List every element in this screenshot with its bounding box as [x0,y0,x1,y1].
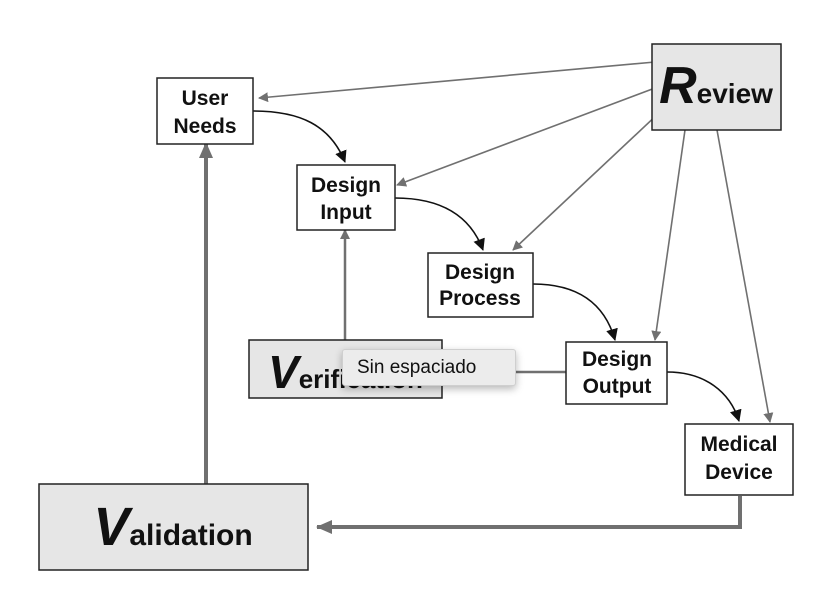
review-box: Review [651,43,782,131]
medical-device-box: Medical Device [684,423,794,496]
feedback-arrows [199,142,742,534]
medical-device-line2: Device [705,461,773,484]
review-label: Review [659,57,773,115]
design-process-line1: Design [445,261,515,284]
arrow-review-to-design-process [512,111,661,251]
review-arrows [258,61,774,423]
validation-box: Validation [38,483,309,571]
design-input-box: Design Input [296,164,396,231]
design-output-line2: Output [583,375,652,398]
arrow-review-to-design-input [396,87,656,187]
arrow-review-to-user-needs [258,61,656,103]
design-output-box: Design Output [565,341,668,405]
arrow-design-output-to-medical-device [666,371,742,422]
flow-arrows [252,110,742,422]
design-process-box: Design Process [427,252,534,318]
arrow-design-process-to-design-output [532,283,618,341]
user-needs-line1: User [182,87,229,110]
style-tooltip: Sin espaciado [342,349,516,386]
medical-device-line1: Medical [700,433,777,456]
user-needs-box: User Needs [156,77,254,145]
design-output-line1: Design [582,348,652,371]
arrow-medical-device-to-validation [316,496,742,534]
arrow-review-to-medical-device [716,129,774,423]
validation-label: Validation [93,497,252,557]
tooltip-text: Sin espaciado [357,356,477,378]
arrow-design-input-to-design-process [394,197,485,251]
design-input-line1: Design [311,174,381,197]
arrow-user-needs-to-design-input [252,110,347,163]
user-needs-line2: Needs [173,115,236,138]
design-input-line2: Input [320,201,371,224]
design-process-line2: Process [439,287,521,310]
arrow-review-to-design-output [651,129,686,341]
